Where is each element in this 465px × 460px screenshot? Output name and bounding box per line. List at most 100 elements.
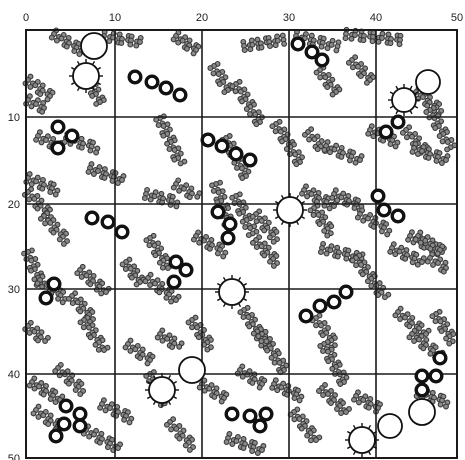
chain-bead xyxy=(314,70,319,75)
chain-bead xyxy=(321,393,326,398)
ring-particle xyxy=(160,82,172,94)
chain-bead xyxy=(99,291,104,296)
large-particle xyxy=(409,399,435,425)
chain-bead xyxy=(270,124,275,129)
chain-bead xyxy=(34,137,39,142)
chain-bead xyxy=(328,150,333,155)
ring-particle xyxy=(50,430,62,442)
chain-bead xyxy=(45,97,50,102)
chain-bead xyxy=(317,389,322,394)
chain-bead xyxy=(280,139,285,144)
chain-bead xyxy=(343,36,348,41)
chain-bead xyxy=(329,401,334,406)
chain-bead xyxy=(251,331,256,336)
chain-bead xyxy=(87,325,92,330)
chain-bead xyxy=(388,249,393,254)
chain-bead xyxy=(240,166,245,171)
chain-bead xyxy=(35,281,40,286)
chain-bead xyxy=(314,323,319,328)
chain-bead xyxy=(29,268,34,273)
chain-bead xyxy=(297,398,302,403)
chain-bead xyxy=(388,41,393,46)
chain-bead xyxy=(128,42,133,47)
chain-bead xyxy=(116,446,121,451)
chain-bead xyxy=(170,345,175,350)
ring-particle xyxy=(52,142,64,154)
chain-bead xyxy=(444,158,449,163)
chain-bead xyxy=(438,319,443,324)
chain-bead xyxy=(211,189,216,194)
chain-bead xyxy=(171,185,176,190)
chain-bead xyxy=(250,42,255,47)
chain-bead xyxy=(183,443,188,448)
chain-bead xyxy=(330,195,335,200)
ring-particle xyxy=(340,286,352,298)
large-particle xyxy=(73,63,99,89)
chain-bead xyxy=(309,438,314,443)
chain-bead xyxy=(171,37,176,42)
chain-bead xyxy=(196,335,201,340)
chain-bead xyxy=(380,36,385,41)
chain-bead xyxy=(354,263,359,268)
chain-bead xyxy=(169,427,174,432)
chain-bead xyxy=(401,130,406,135)
chain-bead xyxy=(87,434,92,439)
chain-bead xyxy=(128,266,133,271)
chain-bead xyxy=(106,445,111,450)
chain-bead xyxy=(156,123,161,128)
chain-bead xyxy=(152,243,157,248)
chain-bead xyxy=(305,433,310,438)
chain-bead xyxy=(326,349,331,354)
chain-bead xyxy=(393,144,398,149)
y-tick-label: 40 xyxy=(8,369,20,381)
chain-bead xyxy=(322,229,327,234)
ring-particle xyxy=(430,370,442,382)
ring-particle xyxy=(48,278,60,290)
chain-bead xyxy=(319,44,324,49)
chain-bead xyxy=(207,386,212,391)
chain-bead xyxy=(428,247,433,252)
chain-bead xyxy=(320,333,325,338)
chain-bead xyxy=(110,179,115,184)
chain-bead xyxy=(182,186,187,191)
chain-bead xyxy=(420,149,425,154)
chain-bead xyxy=(398,317,403,322)
chain-bead xyxy=(33,83,38,88)
ring-particle xyxy=(292,38,304,50)
chain-bead xyxy=(421,346,426,351)
chain-bead xyxy=(238,89,243,94)
chain-bead xyxy=(41,392,46,397)
chain-bead xyxy=(120,262,125,267)
chain-bead xyxy=(359,74,364,79)
chain-bead xyxy=(48,221,53,226)
chain-bead xyxy=(318,75,323,80)
chain-bead xyxy=(262,228,267,233)
chain-bead xyxy=(75,300,80,305)
chain-bead xyxy=(224,440,229,445)
chain-bead xyxy=(420,260,425,265)
chain-bead xyxy=(269,355,274,360)
chain-bead xyxy=(222,90,227,95)
chain-bead xyxy=(412,339,417,344)
chain-bead xyxy=(34,102,39,107)
chain-bead xyxy=(230,195,235,200)
chain-bead xyxy=(417,337,422,342)
ring-particle xyxy=(316,54,328,66)
chain-bead xyxy=(339,195,344,200)
ring-particle xyxy=(300,310,312,322)
chain-bead xyxy=(94,102,99,107)
chain-bead xyxy=(397,42,402,47)
large-particle xyxy=(81,33,107,59)
chain-bead xyxy=(273,129,278,134)
ring-particle xyxy=(314,300,326,312)
chain-bead xyxy=(436,261,441,266)
ring-particle xyxy=(372,190,384,202)
chain-bead xyxy=(36,415,41,420)
y-tick-label: 30 xyxy=(8,284,20,296)
chain-bead xyxy=(254,219,259,224)
chain-bead xyxy=(166,266,171,271)
chain-bead xyxy=(445,147,450,152)
chain-bead xyxy=(212,395,217,400)
ring-particle xyxy=(222,232,234,244)
ring-particle xyxy=(129,71,141,83)
